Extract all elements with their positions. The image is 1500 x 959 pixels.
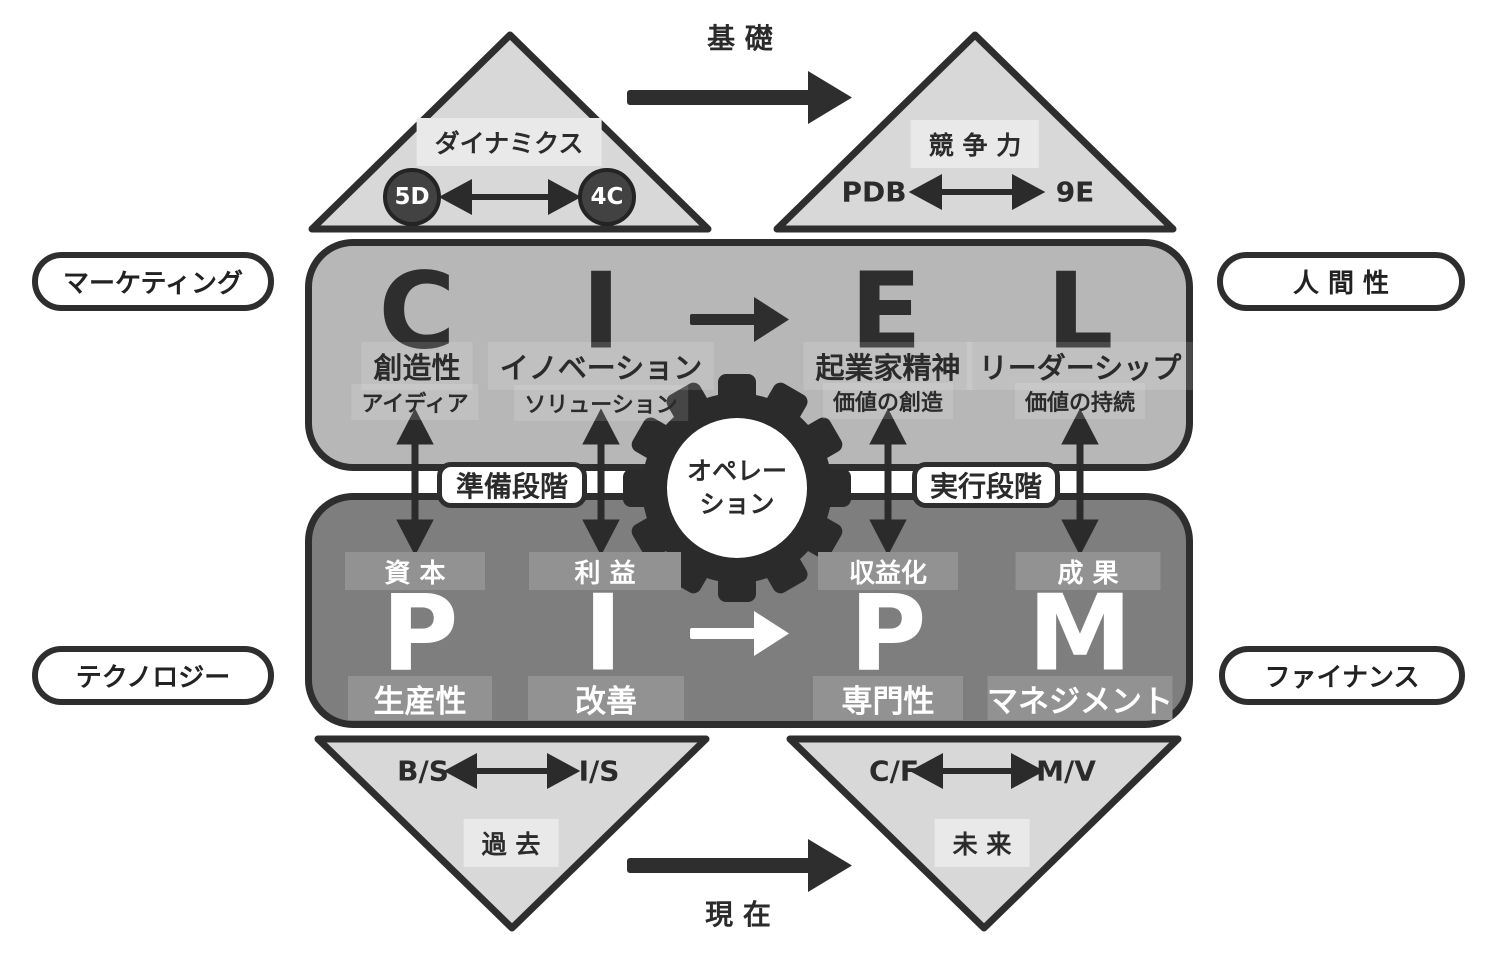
entrepreneurship-label: 起業家精神 [803, 342, 973, 390]
foundation-arrow-icon [627, 71, 852, 124]
lower-letter-p2: P [849, 572, 927, 695]
leadership-label: リーダーシップ [966, 342, 1194, 390]
lower-letter-i: I [583, 572, 623, 695]
competitiveness-title: 競 争 力 [910, 120, 1040, 168]
execution-stage-tag: 実行段階 [912, 462, 1060, 508]
expertise-chip: 専門性 [813, 676, 963, 720]
finance-pill: ファイナンス [1219, 646, 1465, 705]
upper-flow-arrow-icon [690, 297, 789, 342]
past-left-node: B/S [397, 754, 449, 788]
solution-sublabel: ソリューション [514, 385, 688, 421]
monetization-link-arrow-icon [869, 408, 907, 556]
future-title: 未 来 [934, 819, 1030, 867]
future-right-node: M/V [1036, 754, 1096, 788]
lower-flow-arrow-icon [690, 611, 789, 656]
capital-link-arrow-icon [396, 408, 434, 556]
profit-link-arrow-icon [582, 408, 620, 556]
future-left-node: C/F [869, 754, 919, 788]
productivity-chip: 生産性 [348, 676, 492, 720]
creativity-label: 創造性 [361, 342, 473, 390]
competitiveness-right-node: 9E [1055, 175, 1095, 209]
idea-sublabel: アイディア [351, 384, 479, 420]
operations-gear-label-line2: ション [699, 489, 775, 518]
dynamics-left-node: 5D [383, 168, 441, 226]
lower-letter-p1: P [381, 572, 459, 695]
results-chip: 成 果 [1015, 552, 1161, 590]
past-title: 過 去 [463, 819, 559, 867]
upper-letter-e: E [850, 250, 922, 373]
present-arrow-icon [627, 839, 852, 892]
dynamics-title: ダイナミクス [416, 118, 602, 166]
upper-letter-i: I [581, 250, 621, 373]
operations-gear-label: オペレー ション [687, 456, 787, 521]
monetization-chip: 収益化 [818, 552, 958, 590]
humanity-pill-label: 人 間 性 [1292, 269, 1390, 299]
competitiveness-double-arrow-icon [908, 173, 1046, 211]
profit-chip: 利 益 [529, 552, 681, 590]
lower-letter-m: M [1027, 572, 1133, 695]
finance-pill-label: ファイナンス [1264, 663, 1420, 693]
management-chip: マネジメント [987, 676, 1173, 720]
past-double-arrow-icon [443, 752, 581, 790]
value-creation-sublabel: 価値の創造 [822, 383, 954, 419]
upper-letter-c: C [378, 250, 456, 373]
dynamics-double-arrow-icon [438, 178, 582, 216]
dynamics-right-node: 4C [578, 168, 636, 226]
preparation-stage-tag: 準備段階 [437, 462, 587, 508]
operations-gear-label-line1: オペレー [686, 456, 788, 486]
technology-pill-label: テクノロジー [75, 663, 231, 693]
past-right-node: I/S [578, 754, 620, 788]
future-double-arrow-icon [909, 752, 1045, 790]
marketing-pill-label: マーケティング [63, 269, 243, 299]
foundation-axis-label: 基 礎 [707, 22, 773, 55]
innovation-label: イノベーション [487, 342, 715, 390]
value-sustain-sublabel: 価値の持続 [1014, 383, 1146, 419]
improvement-chip: 改善 [528, 676, 684, 720]
upper-letter-l: L [1046, 250, 1114, 373]
marketing-pill: マーケティング [32, 252, 274, 311]
capital-chip: 資 本 [345, 552, 485, 590]
present-axis-label: 現 在 [705, 898, 771, 931]
results-link-arrow-icon [1061, 408, 1099, 556]
operations-gear-icon [623, 374, 851, 602]
technology-pill: テクノロジー [32, 646, 274, 705]
humanity-pill: 人 間 性 [1217, 252, 1465, 311]
competitiveness-left-node: PDB [841, 175, 907, 209]
